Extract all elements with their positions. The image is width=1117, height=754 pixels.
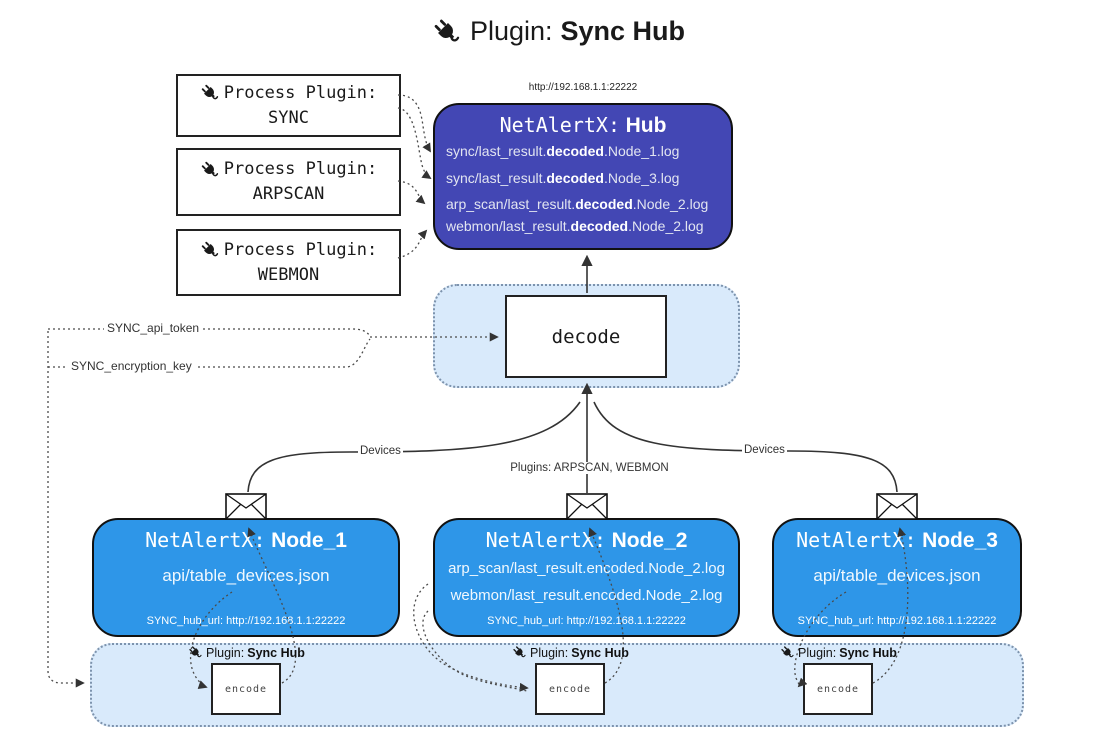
sync-api-token-label: SYNC_api_token [104,321,203,335]
edge-sync-to-hub-1 [397,94,431,153]
envelope-icon [225,493,267,520]
plug-icon [512,645,527,660]
encode-box: encode [803,663,873,715]
page-title-prefix: Plugin: [469,16,553,46]
hub-log-line: sync/last_result.decoded.Node_3.log [446,170,680,186]
edge-api-token [48,328,371,337]
hub-log-line: sync/last_result.decoded.Node_1.log [446,143,680,159]
node3-box: NetAlertX: Node_3 api/table_devices.json… [772,518,1022,637]
node-file: api/table_devices.json [813,566,981,585]
page-title: Plugin: Sync Hub [0,16,1117,47]
plug-icon [200,83,220,103]
band-plugin-label: Plugin:Sync Hub [512,645,629,660]
node-file: api/table_devices.json [162,566,330,585]
node2-box: NetAlertX: Node_2 arp_scan/last_result.e… [433,518,740,637]
plug-icon [780,645,795,660]
hub-log-line: webmon/last_result.decoded.Node_2.log [446,218,704,234]
encode-box: encode [535,663,605,715]
process-plugin-name: ARPSCAN [252,184,325,204]
process-plugin-box-sync: Process Plugin: SYNC [176,74,401,137]
process-plugin-name: SYNC [268,107,309,128]
edge-keys-to-encode-band [47,331,85,688]
edge-label-plugins: Plugins: ARPSCAN, WEBMON [500,462,679,474]
envelope-icon [566,493,608,520]
plug-icon [200,160,220,180]
node-hub-url: SYNC_hub_url: http://192.168.1.1:22222 [146,615,346,627]
decode-box: decode [505,295,667,378]
process-plugin-label: Process Plugin: [223,159,378,179]
band-plugin-label: Plugin:Sync Hub [780,645,897,660]
edge-label-devices-right: Devices [742,444,787,456]
edge-label-devices-left: Devices [358,445,403,457]
process-plugin-box-arpscan: Process Plugin: ARPSCAN [176,148,401,216]
node1-box: NetAlertX: Node_1 api/table_devices.json… [92,518,400,637]
page-title-name: Sync Hub [560,16,686,46]
edge-sync-to-hub-2 [397,107,432,180]
node-title: NetAlertX: Node_2 [485,528,688,552]
hub-title-prefix: NetAlertX: [499,113,621,137]
envelope-icon [876,493,918,520]
node-file: webmon/last_result.encoded.Node_2.log [450,587,723,604]
edge-webmon-to-hub [397,229,428,259]
node-hub-url: SYNC_hub_url: http://192.168.1.1:22222 [797,615,997,627]
hub-log-line: arp_scan/last_result.decoded.Node_2.log [446,196,709,212]
plug-icon [200,240,220,260]
process-plugin-label: Process Plugin: [223,82,378,103]
plug-icon [188,645,203,660]
process-plugin-label: Process Plugin: [223,239,378,260]
plug-icon [432,17,462,47]
node-hub-url: SYNC_hub_url: http://192.168.1.1:22222 [487,615,686,627]
hub-url-label: http://192.168.1.1:22222 [528,82,638,93]
band-plugin-label: Plugin:Sync Hub [188,645,305,660]
node-title: NetAlertX: Node_3 [796,528,998,552]
edge-arpscan-to-hub [397,180,426,205]
process-plugin-name: WEBMON [257,264,320,285]
node-title: NetAlertX: Node_1 [145,528,347,552]
hub-title: NetAlertX: Hub [435,113,731,138]
hub-box: NetAlertX: Hub sync/last_result.decoded.… [433,103,733,250]
process-plugin-box-webmon: Process Plugin: WEBMON [176,229,401,296]
node-file: arp_scan/last_result.encoded.Node_2.log [448,560,725,577]
edge-node1-to-decode [247,401,581,493]
hub-title-name: Hub [625,114,667,137]
sync-encryption-key-label: SYNC_encryption_key [68,359,195,373]
encode-box: encode [211,663,281,715]
